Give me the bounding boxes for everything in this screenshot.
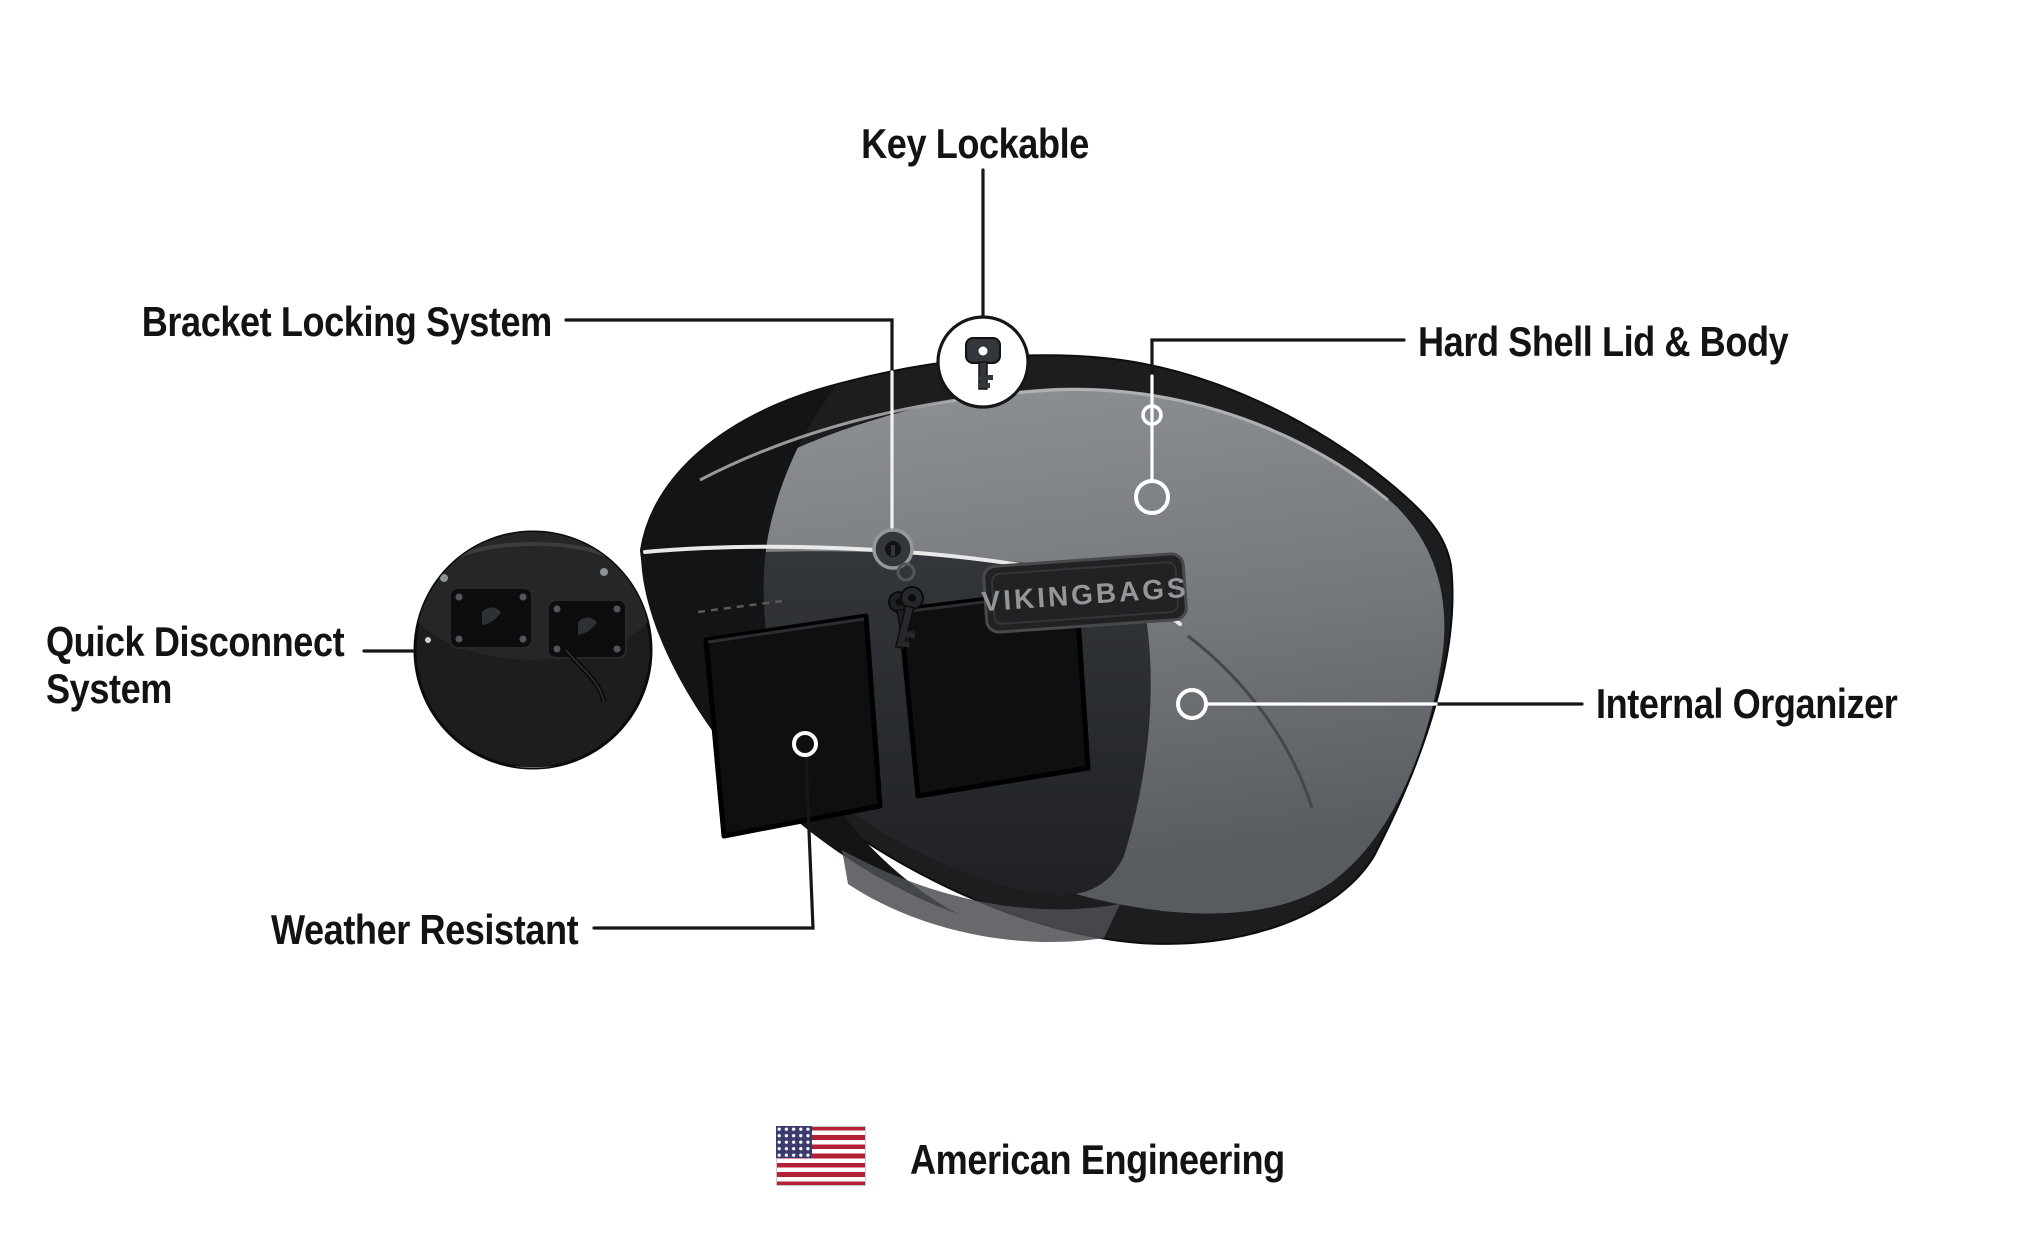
key-lockable-marker [936, 315, 1030, 409]
callout-key-lockable: Key Lockable [861, 120, 1089, 167]
lid-top-seam [699, 388, 1389, 502]
body-seam-right [1187, 634, 1314, 809]
key-icon [965, 337, 1001, 390]
marker-weather-resistant [792, 731, 818, 757]
callout-hard-shell-lid-body: Hard Shell Lid & Body [1418, 318, 1789, 365]
bag-left-side [640, 384, 958, 914]
marker-body [1134, 479, 1170, 515]
callout-bracket-locking-system: Bracket Locking System [141, 298, 553, 345]
interior-stitching [697, 599, 783, 614]
bag-bottom-rim [842, 850, 1120, 942]
callout-weather-resistant: Weather Resistant [270, 906, 579, 953]
us-flag-icon [776, 1126, 866, 1186]
saddlebag-illustration: VIKINGBAGS [639, 354, 1454, 945]
line-weather-resistant [592, 755, 815, 930]
line-bracket-locking [564, 318, 894, 374]
lock-icon [872, 528, 914, 570]
us-flag-canton [776, 1126, 812, 1159]
vikingbags-badge: VIKINGBAGS [981, 552, 1190, 634]
internal-organizer-pockets [703, 585, 1091, 839]
callout-internal-organizer: Internal Organizer [1596, 680, 1898, 727]
quick-disconnect-inset [413, 530, 653, 770]
marker-lid [1141, 404, 1163, 426]
callout-quick-disconnect-system: Quick Disconnect System [46, 618, 345, 713]
marker-internal-organizer [1176, 688, 1208, 720]
callout-lines [362, 168, 1584, 930]
footer-american-engineering: American Engineering [910, 1136, 1285, 1183]
keys-icon [888, 562, 924, 650]
line-hard-shell [1150, 338, 1406, 378]
